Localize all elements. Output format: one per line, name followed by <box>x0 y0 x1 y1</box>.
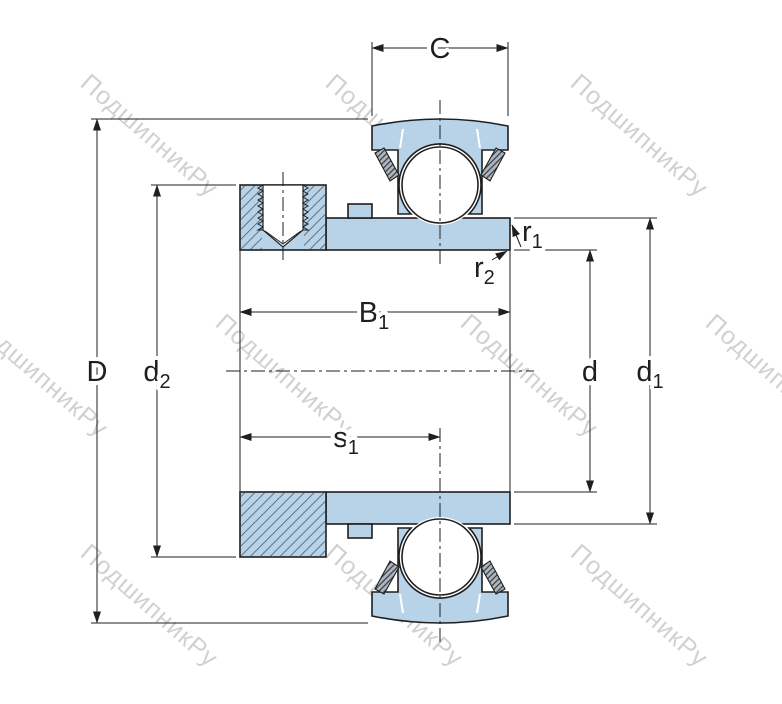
label-s1: s1 <box>333 422 359 459</box>
seal-groove-slit <box>399 593 404 614</box>
section-hatch <box>241 493 325 556</box>
watermark-text: ПодшипникРу <box>565 539 713 673</box>
dimension-C: C <box>371 29 509 116</box>
inner-ring-band-top <box>325 217 511 251</box>
label-D: D <box>87 356 108 388</box>
locking-collar-bottom <box>239 491 327 558</box>
section-hatch <box>304 186 325 249</box>
label-r2: r2 <box>474 252 495 289</box>
dimension-B1: B1 <box>239 293 511 338</box>
seal-right-bottom <box>480 560 506 595</box>
leader-line <box>511 224 522 248</box>
seal-right-top <box>480 147 506 182</box>
label-r1: r1 <box>522 216 543 253</box>
slinger-lip-bottom <box>347 523 373 539</box>
thread-profile-right <box>302 184 310 231</box>
drill-cone-line <box>264 230 302 245</box>
dimension-r2: r2 <box>470 248 508 293</box>
watermark-text: ПодшипникРу <box>565 69 713 203</box>
dimension-d2: d2 <box>139 184 236 558</box>
dimension-d: d <box>514 249 602 493</box>
outer-ring-top-section <box>371 118 509 215</box>
slinger-lip-top <box>347 203 373 219</box>
seal-groove-slit <box>476 593 481 614</box>
watermark-text: ПодшипникРу <box>700 309 782 443</box>
locking-collar-top <box>239 172 327 260</box>
set-screw-thread <box>256 172 310 260</box>
seal-left-bottom <box>374 560 400 595</box>
label-B1: B1 <box>359 297 389 334</box>
label-d: d <box>582 356 598 388</box>
label-d1: d1 <box>636 356 663 393</box>
dimension-s1: s1 <box>239 418 441 463</box>
label-d2: d2 <box>143 356 170 393</box>
centerlines <box>226 100 534 644</box>
seal-groove-slit <box>476 128 481 149</box>
leader-line <box>491 250 508 261</box>
seal-groove-slit <box>399 128 404 149</box>
dimension-d1: d1 <box>514 217 668 525</box>
label-C: C <box>430 33 451 65</box>
section-hatch <box>241 186 262 249</box>
seal-left-top <box>374 147 400 182</box>
dimension-r1: r1 <box>511 212 547 257</box>
thread-profile-left <box>256 184 264 231</box>
inner-ring-band-bottom <box>325 491 511 525</box>
dimension-D: D <box>83 118 368 624</box>
outer-ring-bottom-section <box>371 527 509 624</box>
